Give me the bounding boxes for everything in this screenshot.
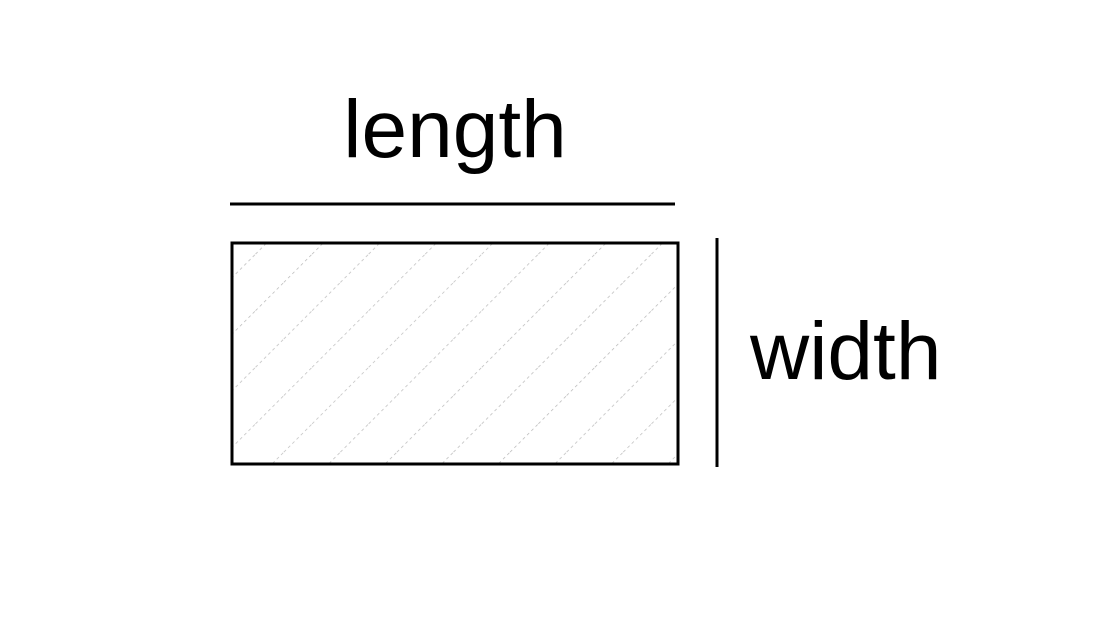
width-label: width: [749, 306, 941, 397]
hatched-rectangle: [230, 241, 680, 466]
rectangle-outline: [230, 241, 680, 466]
rectangle-hatch-fill: [232, 243, 678, 464]
length-label: length: [343, 84, 566, 175]
